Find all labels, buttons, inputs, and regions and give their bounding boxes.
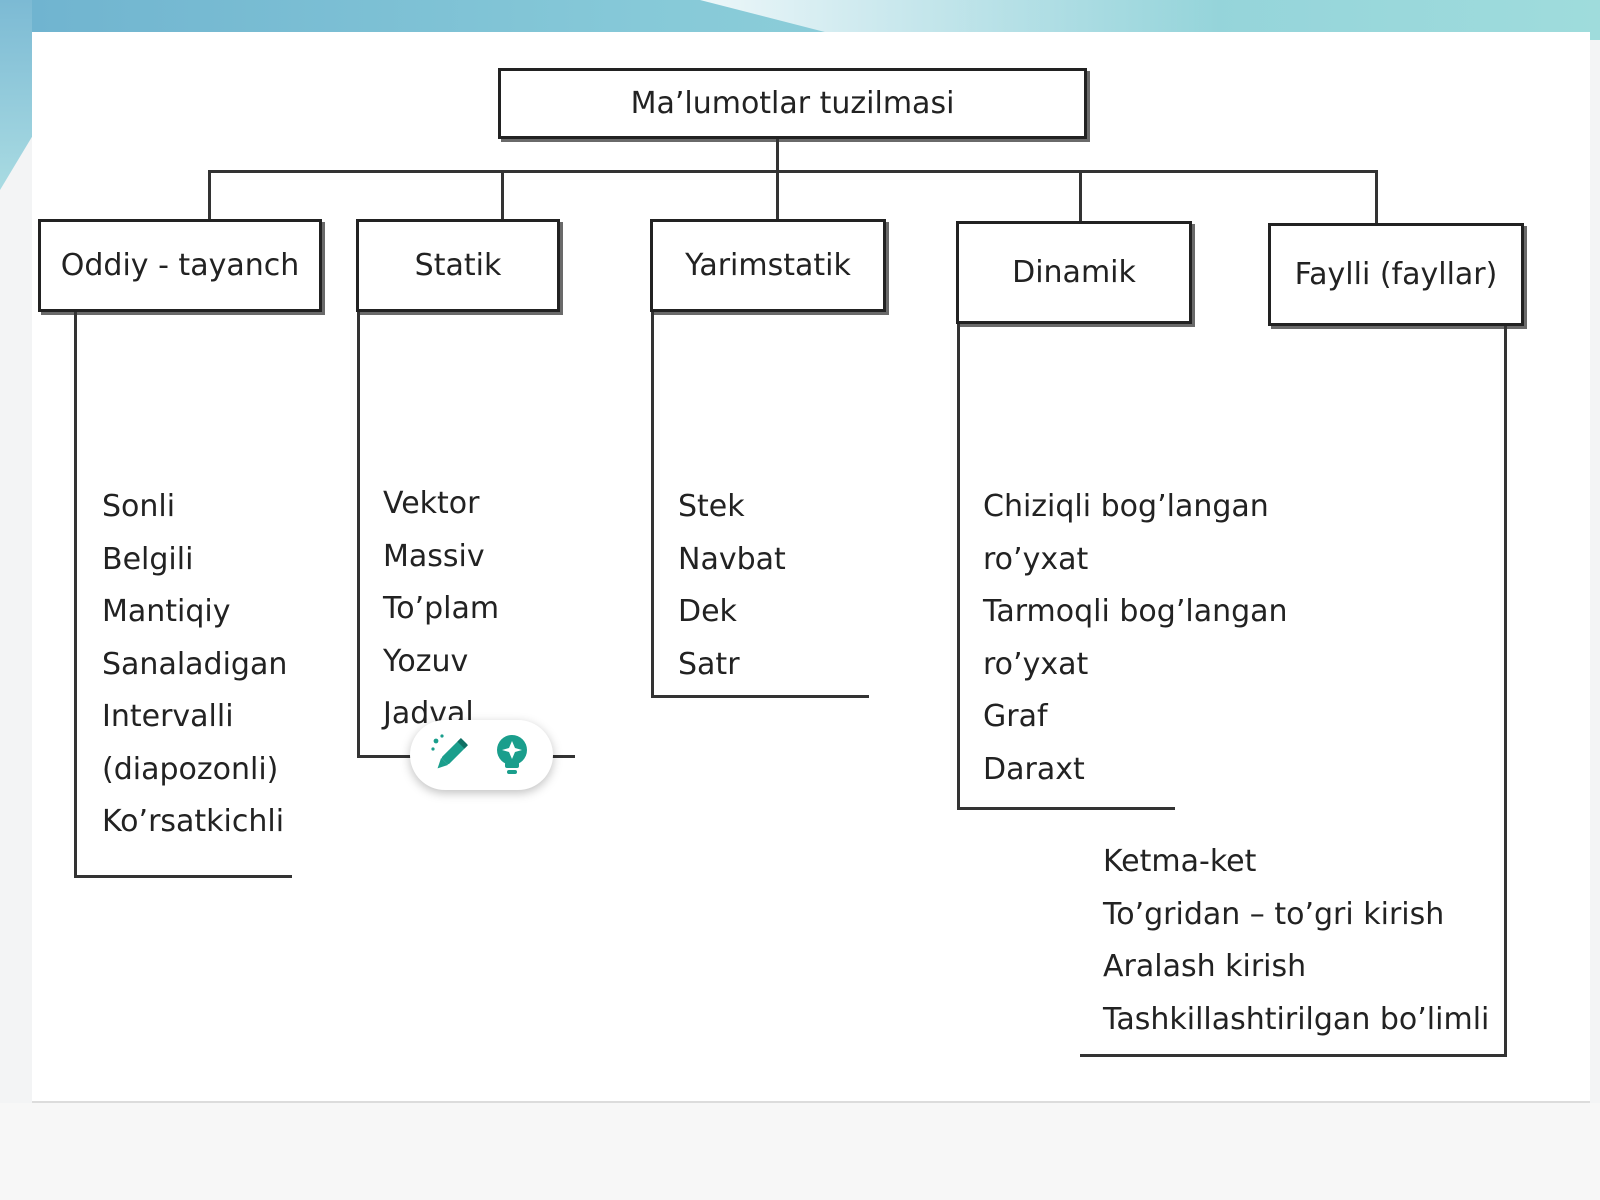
item-list-fayl: Ketma-ket To’gridan – to’gri kirish Aral… bbox=[1103, 836, 1489, 1046]
bottom-band bbox=[0, 1103, 1600, 1200]
category-title: Faylli (fayllar) bbox=[1294, 257, 1498, 292]
list-item: ro’yxat bbox=[983, 646, 1089, 682]
branch-drop-statik bbox=[501, 170, 504, 220]
list-item: Intervalli bbox=[102, 699, 234, 734]
branch-drop-oddiy bbox=[208, 170, 211, 220]
list-item: Ko’rsatkichli bbox=[102, 804, 285, 839]
list-item: Massiv bbox=[383, 538, 485, 574]
list-item: Daraxt bbox=[983, 751, 1085, 787]
list-item: To’plam bbox=[383, 591, 500, 626]
list-item: Satr bbox=[678, 646, 740, 682]
category-title: Statik bbox=[414, 248, 502, 283]
bracket-vertical-dinamik bbox=[957, 324, 960, 810]
list-item: Ketma-ket bbox=[1103, 844, 1257, 879]
slide-frame-left bbox=[0, 0, 32, 190]
floating-toolbar bbox=[410, 720, 553, 790]
magic-pencil-icon bbox=[431, 734, 468, 769]
root-box: Ma’lumotlar tuzilmasi bbox=[498, 68, 1087, 139]
list-item: Vektor bbox=[383, 486, 480, 521]
list-item: Sanaladigan bbox=[102, 646, 288, 682]
list-item: Belgili bbox=[102, 541, 194, 577]
list-item: ro’yxat bbox=[983, 541, 1089, 577]
list-item: Navbat bbox=[678, 541, 786, 577]
item-list-statik: Vektor Massiv To’plam Yozuv Jadval bbox=[383, 478, 499, 741]
magic-pencil-button[interactable] bbox=[424, 728, 478, 782]
bracket-vertical-yarimstatik bbox=[651, 312, 654, 698]
slide-canvas bbox=[32, 32, 1590, 1102]
category-title: Oddiy - tayanch bbox=[60, 248, 300, 283]
list-item: Dek bbox=[678, 594, 737, 629]
list-item: To’gridan – to’gri kirish bbox=[1103, 896, 1445, 932]
root-label: Ma’lumotlar tuzilmasi bbox=[630, 86, 955, 121]
category-box-oddiy: Oddiy - tayanch bbox=[38, 219, 322, 312]
list-item: Tashkillashtirilgan bo’limli bbox=[1103, 1001, 1490, 1037]
root-stem bbox=[776, 139, 779, 172]
category-box-fayl: Faylli (fayllar) bbox=[1268, 223, 1524, 326]
list-item: Stek bbox=[678, 489, 745, 524]
branch-bus bbox=[208, 170, 1378, 173]
bracket-vertical-statik bbox=[357, 312, 360, 758]
bracket-bottom-yarimstatik bbox=[651, 695, 869, 698]
bracket-vertical-fayl bbox=[1504, 326, 1507, 1057]
category-box-yarimstatik: Yarimstatik bbox=[650, 219, 886, 312]
list-item: Graf bbox=[983, 699, 1048, 734]
list-item: Chiziqli bog’langan bbox=[983, 489, 1269, 524]
slide-divider bbox=[32, 1101, 1590, 1103]
category-box-statik: Statik bbox=[356, 219, 560, 312]
bracket-bottom-oddiy bbox=[74, 875, 292, 878]
lightbulb-icon bbox=[497, 735, 528, 774]
category-title: Dinamik bbox=[1012, 255, 1136, 290]
list-item: (diapozonli) bbox=[102, 751, 279, 787]
branch-drop-yarimstatik bbox=[776, 170, 779, 220]
item-list-yarimstatik: Stek Navbat Dek Satr bbox=[678, 481, 786, 691]
item-list-dinamik: Chiziqli bog’langan ro’yxat Tarmoqli bog… bbox=[983, 481, 1288, 796]
lightbulb-button[interactable] bbox=[485, 728, 539, 782]
category-box-dinamik: Dinamik bbox=[956, 221, 1192, 324]
item-list-oddiy: Sonli Belgili Mantiqiy Sanaladigan Inter… bbox=[102, 481, 287, 849]
list-item: Yozuv bbox=[383, 643, 469, 679]
list-item: Aralash kirish bbox=[1103, 949, 1307, 984]
list-item: Tarmoqli bog’langan bbox=[983, 594, 1288, 629]
branch-drop-fayl bbox=[1375, 170, 1378, 224]
bracket-vertical-oddiy bbox=[74, 312, 77, 878]
list-item: Mantiqiy bbox=[102, 594, 231, 629]
bracket-bottom-fayl bbox=[1080, 1054, 1507, 1057]
category-title: Yarimstatik bbox=[685, 248, 851, 283]
list-item: Sonli bbox=[102, 489, 176, 524]
bracket-bottom-dinamik bbox=[957, 807, 1175, 810]
branch-drop-dinamik bbox=[1079, 170, 1082, 222]
